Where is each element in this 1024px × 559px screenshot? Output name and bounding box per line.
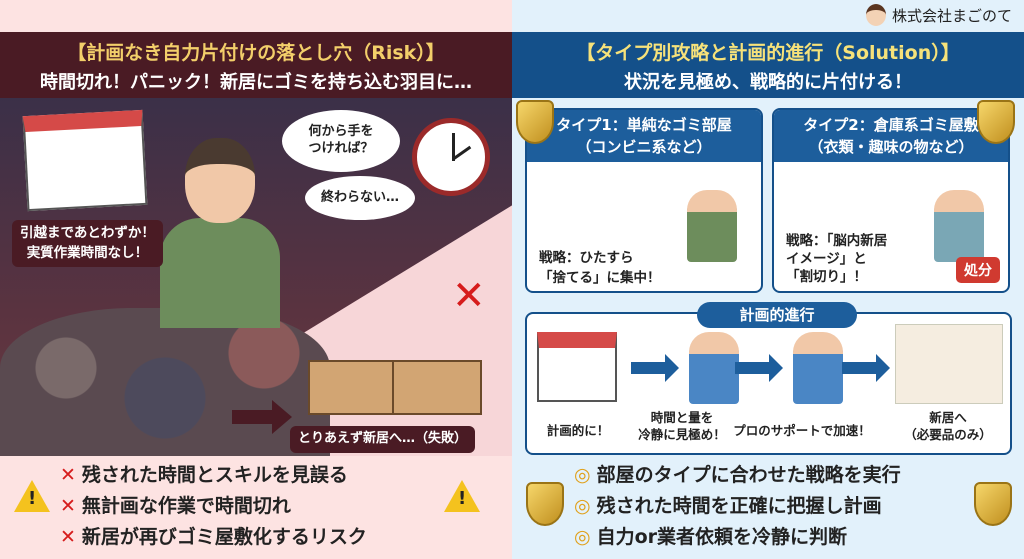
risk-point: ✕新居が再びゴミ屋敷化するリスク [60, 526, 367, 548]
x-mark-icon: ✕ [452, 273, 486, 319]
shield-icon [516, 100, 554, 144]
risk-subtitle: 時間切れ！パニック！新居にゴミを持ち込む羽目に… [40, 72, 472, 93]
dispose-badge: 処分 [956, 257, 1000, 283]
calendar-note: 引越まであとわずか！ 実質作業時間なし！ [12, 220, 163, 268]
worker-with-box-icon [793, 332, 843, 404]
type2-strategy: 戦略：「脳内新居 イメージ」と 「割切り」！ [786, 233, 888, 285]
arrow-icon [232, 400, 292, 434]
arrow-icon [735, 354, 783, 382]
trash-pile [0, 308, 330, 456]
process-step: 時間と量を 冷静に見極め！ [638, 410, 726, 442]
solution-point: ◎部屋のタイプに合わせた戦略を実行 [574, 464, 901, 486]
person-with-floorplan [934, 190, 984, 262]
arrow-icon [631, 354, 679, 382]
worker-icon [689, 332, 739, 404]
risk-illustration: 何から手を つければ？ 終わらない… 引越まであとわずか！ 実質作業時間なし！ … [0, 98, 512, 456]
risk-panel: 【計画なき自力片付けの落とし穴（Risk）】 時間切れ！パニック！新居にゴミを持… [0, 0, 512, 559]
thought-bubble-1: 何から手を つければ？ [282, 110, 400, 172]
process-step: 新居へ （必要品のみ） [904, 410, 992, 442]
solution-title: 【タイプ別攻略と計画的進行（Solution）】 [576, 42, 960, 64]
process-step: プロのサポートで加速！ [733, 423, 871, 438]
warning-icon: ! [444, 480, 480, 512]
mascot-icon [865, 4, 886, 26]
type1-card: タイプ1：単純なゴミ部屋（コンビニ系など） 戦略：ひたすら 「捨てる」に集中！ [525, 108, 763, 293]
solution-points: ◎部屋のタイプに合わせた戦略を実行 ◎残された時間を正確に把握し計画 ◎自力or… [574, 460, 901, 553]
risk-point: ✕無計画な作業で時間切れ [60, 495, 291, 517]
solution-point: ◎自力or業者依頼を冷静に判断 [574, 526, 848, 548]
arrow-icon [842, 354, 890, 382]
type1-strategy: 戦略：ひたすら 「捨てる」に集中！ [539, 250, 661, 286]
solution-point: ◎残された時間を正確に把握し計画 [574, 495, 882, 517]
process-section: 計画的進行 計画的に！ 時間と量を 冷静に見極め！ プロのサポートで加速！ 新居… [525, 302, 1012, 455]
shield-icon [977, 100, 1015, 144]
calendar-icon [537, 332, 617, 402]
process-step: 計画的に！ [546, 423, 610, 438]
risk-point: ✕残された時間とスキルを見誤る [60, 464, 348, 486]
process-title: 計画的進行 [697, 302, 857, 328]
box-icon [392, 360, 482, 415]
new-home-room [895, 324, 1003, 404]
risk-header: 【計画なき自力片付けの落とし穴（Risk）】 時間切れ！パニック！新居にゴミを持… [0, 32, 512, 98]
person-with-trash-bags [687, 190, 737, 262]
solution-header: 【タイプ別攻略と計画的進行（Solution）】 状況を見極め、戦略的に片付ける… [512, 32, 1024, 98]
box-icon [308, 360, 398, 415]
thought-bubble-2: 終わらない… [305, 176, 415, 220]
shield-icon [974, 482, 1012, 526]
type2-card: タイプ2：倉庫系ゴミ屋敷（衣類・趣味の物など） 戦略：「脳内新居 イメージ」と … [772, 108, 1010, 293]
panicked-person [160, 138, 280, 328]
clock-icon [412, 118, 490, 196]
brand-logo: 株式会社まごのて [865, 4, 1012, 26]
shield-icon [526, 482, 564, 526]
calendar-icon [22, 109, 148, 212]
risk-title: 【計画なき自力片付けの落とし穴（Risk）】 [67, 42, 445, 64]
warning-icon: ! [14, 480, 50, 512]
risk-points: ✕残された時間とスキルを見誤る ✕無計画な作業で時間切れ ✕新居が再びゴミ屋敷化… [60, 460, 367, 553]
solution-panel: 株式会社まごのて 【タイプ別攻略と計画的進行（Solution）】 状況を見極め… [512, 0, 1024, 559]
solution-subtitle: 状況を見極め、戦略的に片付ける！ [624, 72, 912, 93]
fail-note: とりあえず新居へ…（失敗） [290, 426, 476, 453]
